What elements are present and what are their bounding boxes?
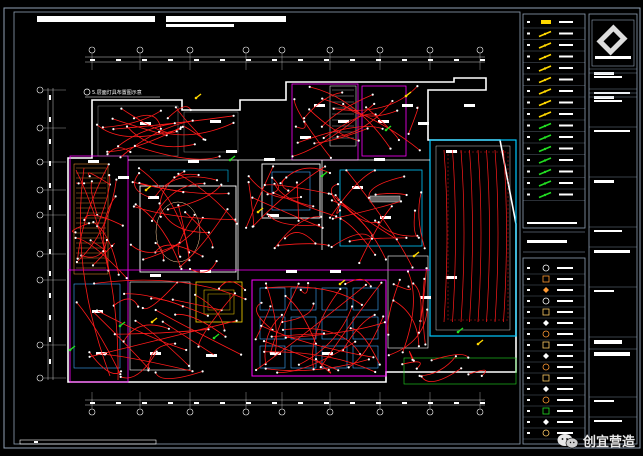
wechat-icon	[557, 433, 579, 448]
header-bar-left	[37, 16, 155, 22]
bottom-scale-bar	[19, 439, 157, 445]
drawing-frame	[13, 11, 521, 445]
sheet-border	[3, 7, 641, 449]
lighting-circuits	[68, 85, 507, 383]
title-block	[588, 13, 638, 445]
header-bar-sub	[166, 24, 234, 27]
plan-title: 5.层面灯具布置图示意	[92, 89, 142, 96]
legend-panel-top	[522, 13, 586, 229]
axis-grid-markers	[36, 46, 485, 416]
watermark-text: 创宜营造	[582, 435, 635, 450]
exterior-wall	[67, 77, 517, 383]
plan-title-group: 5.层面灯具布置图示意	[83, 88, 160, 98]
company-logo	[591, 19, 635, 67]
title-block-rows	[589, 68, 637, 422]
watermark: 创宜营造	[557, 431, 635, 450]
header-bar-middle	[166, 16, 286, 22]
legend-symbols-top	[523, 20, 585, 243]
legend-symbols-bottom	[523, 264, 585, 440]
